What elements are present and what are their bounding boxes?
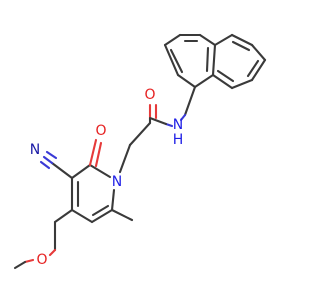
bond: [94, 141, 103, 168]
bond: [128, 121, 152, 147]
bond: [110, 208, 134, 222]
bond: [164, 122, 174, 128]
bond: [13, 260, 27, 270]
bond: [70, 208, 94, 224]
amide-oxygen-label: O: [144, 87, 155, 103]
bond: [53, 208, 74, 224]
nitrile-nitrogen-label: N: [30, 142, 40, 158]
bond: [90, 208, 114, 224]
bond: [246, 59, 260, 78]
naphthalene-group: [163, 33, 267, 90]
bond: [193, 73, 215, 89]
bond: [110, 188, 116, 212]
pyridone-ring: [70, 163, 116, 224]
bond: [250, 58, 267, 82]
bond: [230, 78, 254, 90]
bond: [45, 150, 58, 160]
bond: [176, 73, 197, 89]
bond: [91, 204, 110, 217]
bond: [39, 160, 51, 170]
bond: [179, 113, 187, 122]
bond: [118, 143, 132, 174]
bond: [50, 161, 74, 180]
bond: [23, 258, 35, 264]
bond: [169, 48, 184, 74]
bond: [183, 85, 197, 117]
bond: [88, 138, 98, 167]
bond: [205, 46, 210, 73]
ring-nitrogen-label: N: [112, 174, 122, 190]
amide-nitrogen-label: N: [173, 117, 183, 133]
bond: [230, 33, 254, 47]
bond: [216, 69, 235, 83]
bond: [198, 33, 217, 47]
bond: [70, 163, 92, 180]
bond: [163, 43, 180, 77]
bond: [231, 40, 251, 52]
bond: [211, 73, 234, 90]
ether-oxygen-label: O: [36, 252, 47, 268]
bond: [211, 43, 217, 77]
amide-hydrogen-label: H: [173, 132, 184, 148]
ring-carbonyl-oxygen-label: O: [95, 123, 106, 139]
bond: [148, 116, 168, 126]
bond: [213, 33, 234, 47]
bond: [250, 43, 267, 62]
bond: [163, 33, 182, 47]
chemical-structure-drawing: O N H O N N O: [13, 33, 267, 270]
bond: [88, 163, 112, 179]
bond: [42, 155, 54, 165]
bond: [48, 248, 57, 257]
